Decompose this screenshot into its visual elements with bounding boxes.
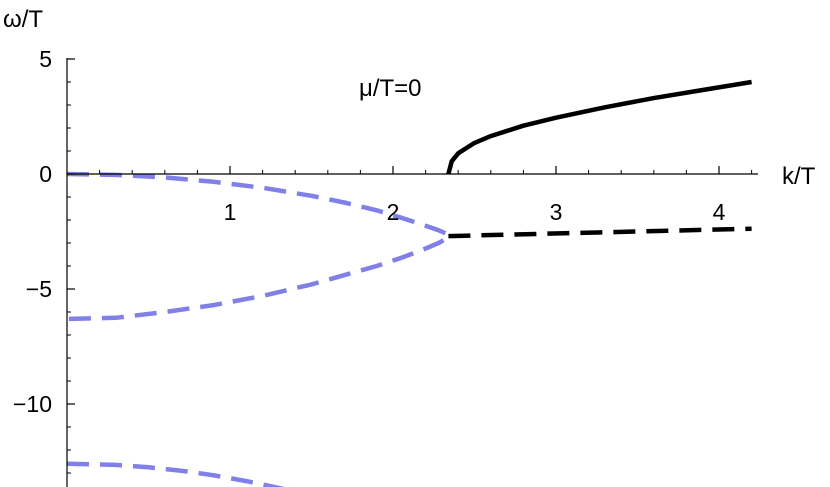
y-tick-label: −10 [13,391,52,417]
ticks-layer: 1 2 3 4 5 0 −5 −10 [13,46,753,474]
curves-layer [66,79,752,487]
axes-layer: 1 2 3 4 5 0 −5 −10 [13,46,758,487]
series-curve-1 [66,171,451,322]
series-curve-3 [446,79,752,175]
y-tick-label: 5 [39,46,52,72]
labels-layer: ω/T k/T μ/T=0 [3,6,816,190]
series-curve-4 [448,226,752,239]
x-tick-label: 2 [387,199,400,225]
series-curve-2 [66,461,285,487]
x-tick-label: 3 [550,199,563,225]
x-tick-label: 1 [224,199,237,225]
y-tick-label: −5 [26,276,52,302]
y-tick-label: 0 [39,161,52,187]
annotation-mu-label: μ/T=0 [359,75,422,102]
x-axis-label: k/T [782,163,816,190]
x-tick-label: 4 [713,199,726,225]
y-axis-label: ω/T [3,6,43,33]
